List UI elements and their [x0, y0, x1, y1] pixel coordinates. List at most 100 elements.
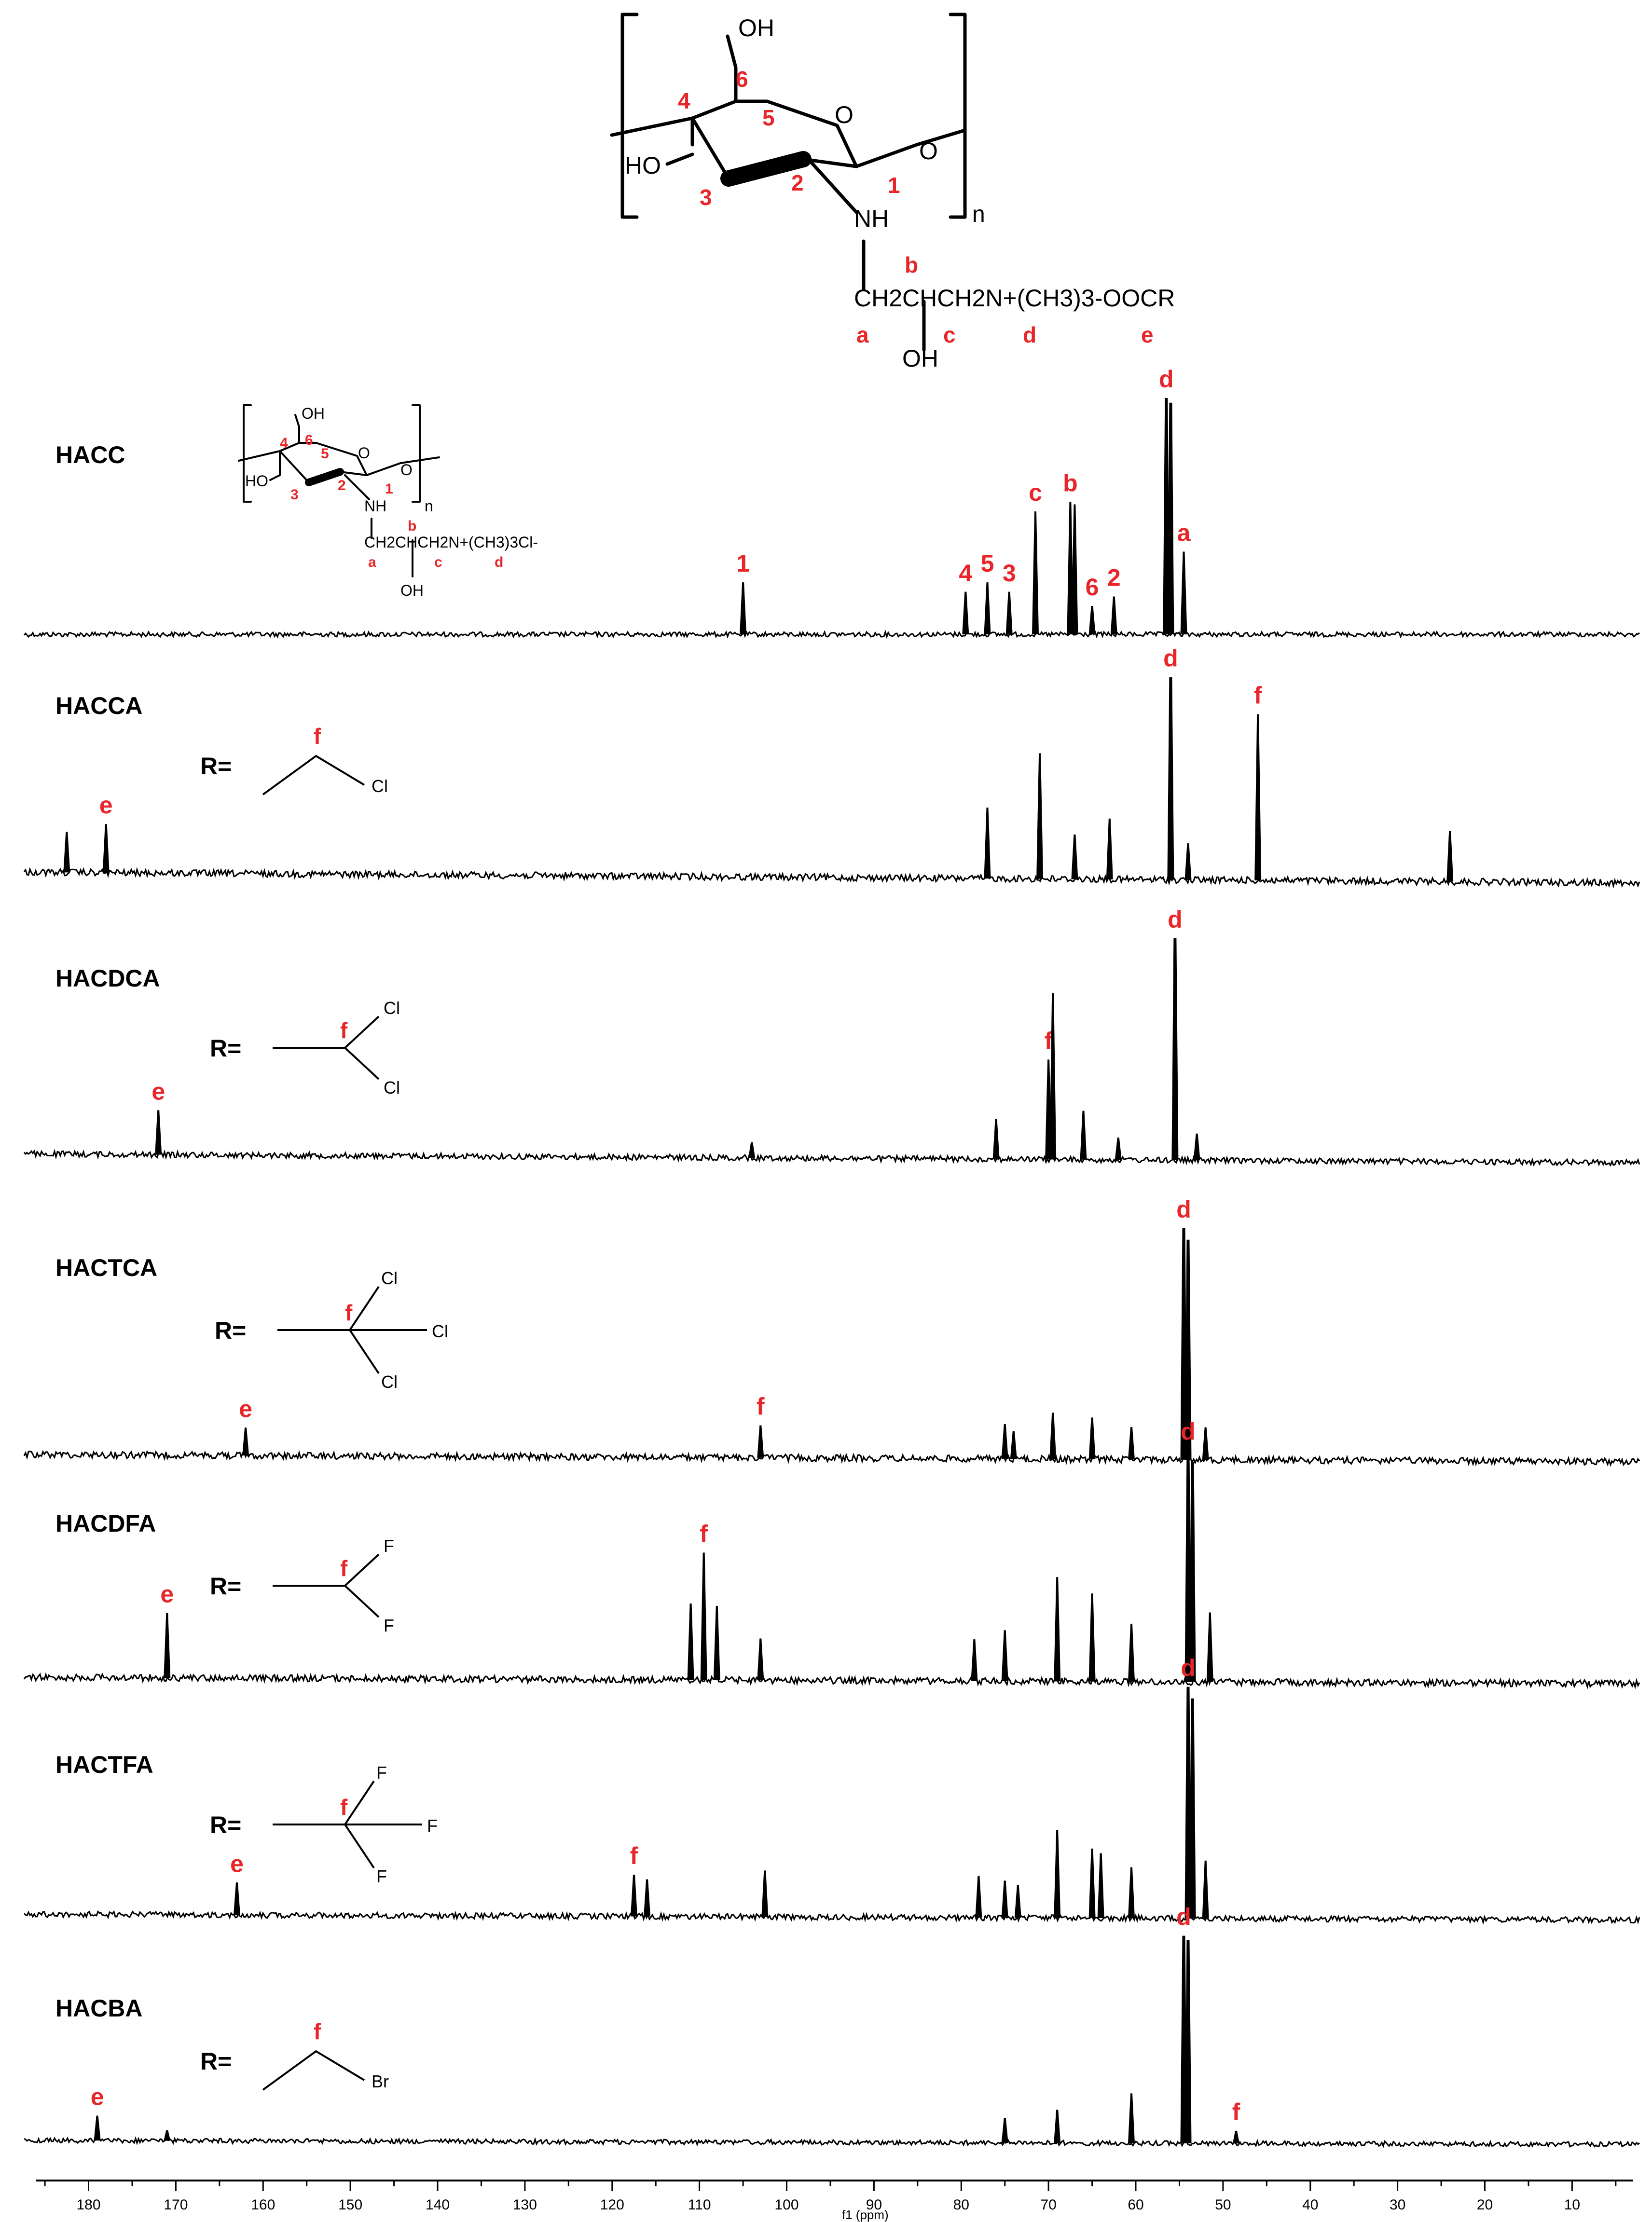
top-atom-label-3: 3 [700, 185, 712, 210]
peak-hacdca-2 [992, 1119, 1000, 1159]
peak-hactfa-0 [234, 1882, 240, 1915]
x-tick-label: 20 [1477, 2197, 1493, 2213]
series-name-hacdfa: HACDFA [55, 1510, 156, 1537]
peak-label-hactca-d: d [1176, 1196, 1191, 1223]
x-tick-label: 180 [76, 2197, 100, 2213]
x-tick-label: 40 [1302, 2197, 1318, 2213]
peak-label-hacdca-e: e [151, 1078, 165, 1105]
peak-hacc-0 [740, 582, 747, 635]
x-tick-label: 130 [513, 2197, 537, 2213]
peak-hactca-8 [1184, 1239, 1192, 1460]
hacc-small-ring-o-label: O [358, 444, 370, 462]
r-group-atom-label: Cl [384, 1078, 400, 1097]
peak-hacc-2 [984, 582, 991, 635]
hacc-small-group-label-d: d [495, 554, 503, 570]
x-tick-label: 80 [953, 2197, 969, 2213]
r-group-atom-label: Cl [381, 1372, 398, 1392]
peak-hactca-5 [1088, 1417, 1096, 1460]
top-struct-glycosidic-o-label: O [919, 137, 938, 165]
peak-hacdca-8 [1193, 1133, 1200, 1161]
peak-label-hacc-b: b [1063, 470, 1078, 497]
peak-hactca-6 [1128, 1426, 1135, 1460]
peak-label-hacc-a: a [1177, 520, 1191, 547]
ring-bond [665, 152, 694, 166]
top-group-label-b: b [905, 252, 918, 277]
peak-hactfa-3 [761, 1870, 769, 1917]
top-group-label-c: c [943, 322, 956, 347]
peak-hacc-9 [1163, 398, 1170, 635]
peak-hacba-0 [94, 2115, 101, 2141]
r-equals-label: R= [200, 753, 232, 780]
hacc-small-atom-label-6: 6 [305, 432, 313, 448]
x-tick-label: 90 [866, 2197, 882, 2213]
peak-hactfa-2 [644, 1879, 651, 1917]
top-group-label-a: a [856, 322, 869, 347]
peak-hacc-6 [1071, 504, 1078, 635]
peak-hactca-9 [1202, 1427, 1209, 1460]
r-group-atom-label: Br [372, 2071, 389, 2091]
ring-bond [854, 128, 967, 168]
hacc-small-group-label-c: c [434, 554, 442, 570]
x-tick-label: 30 [1390, 2197, 1405, 2213]
peak-label-hacc-2: 2 [1107, 564, 1121, 591]
peak-hacdca-0 [155, 1110, 162, 1155]
peak-label-hacc-d: d [1159, 366, 1174, 393]
top-atom-label-5: 5 [762, 105, 775, 130]
peak-label-hactfa-f: f [630, 1842, 638, 1869]
peak-label-hacba-d: d [1176, 1904, 1191, 1931]
r-group-hacca: R=Clf [200, 724, 388, 796]
r-equals-label: R= [210, 1811, 241, 1838]
peak-hactca-7 [1180, 1228, 1187, 1460]
r-group-atom-label: F [384, 1616, 394, 1635]
x-tick-label: 70 [1040, 2197, 1056, 2213]
peak-hacca-1 [63, 832, 70, 873]
peak-hacdca-7 [1171, 938, 1179, 1160]
peak-hactfa-10 [1128, 1867, 1135, 1919]
baseline-trace [23, 1672, 1640, 1689]
peak-hacca-7 [1184, 843, 1192, 880]
x-tick-label: 150 [338, 2197, 362, 2213]
r-group-bonds [273, 1553, 380, 1618]
peak-label-hacc-1: 1 [736, 550, 750, 577]
peak-label-hacdfa-e: e [160, 1581, 174, 1608]
baseline-trace [23, 1450, 1640, 1467]
peak-hactfa-7 [1054, 1830, 1061, 1918]
r-group-f-label: f [340, 1795, 348, 1820]
peak-hacc-1 [962, 591, 969, 635]
r-group-f-label: f [340, 1556, 348, 1581]
peak-label-hacc-3: 3 [1003, 560, 1016, 587]
top-struct-ho-label: HO [625, 152, 661, 179]
hacc-small-atom-label-2: 2 [338, 478, 346, 494]
r-group-atom-label: Cl [372, 776, 388, 796]
peak-hacdfa-12 [1206, 1612, 1213, 1682]
peak-hactfa-11 [1184, 1687, 1192, 1919]
peak-hactfa-12 [1189, 1698, 1196, 1919]
hacc-small-structure-labels: 1 2 3 4 5 6 a b c d [280, 432, 503, 570]
peak-hactfa-4 [975, 1876, 982, 1918]
peak-hacba-6 [1184, 1940, 1192, 2143]
ring-bond [610, 99, 858, 168]
peak-hacca-2 [984, 808, 991, 879]
hacc-small-nh-label: NH [364, 497, 386, 515]
r-group-atom-label: Cl [384, 998, 400, 1018]
series-name-hactca: HACTCA [55, 1254, 157, 1281]
top-group-label-d: d [1023, 322, 1036, 347]
top-struct-oh-label: OH [738, 14, 774, 41]
hacc-small-atom-label-5: 5 [321, 446, 329, 462]
peak-hacdfa-4 [757, 1638, 764, 1681]
baseline-trace [23, 1910, 1640, 1925]
r-group-bonds [262, 2050, 365, 2091]
hacc-small-atom-label-4: 4 [280, 435, 288, 451]
peak-hactfa-1 [631, 1874, 637, 1917]
peak-hacba-4 [1128, 2093, 1135, 2143]
peak-label-hacdca-f: f [1045, 1027, 1053, 1054]
peak-hacdfa-5 [971, 1639, 978, 1681]
